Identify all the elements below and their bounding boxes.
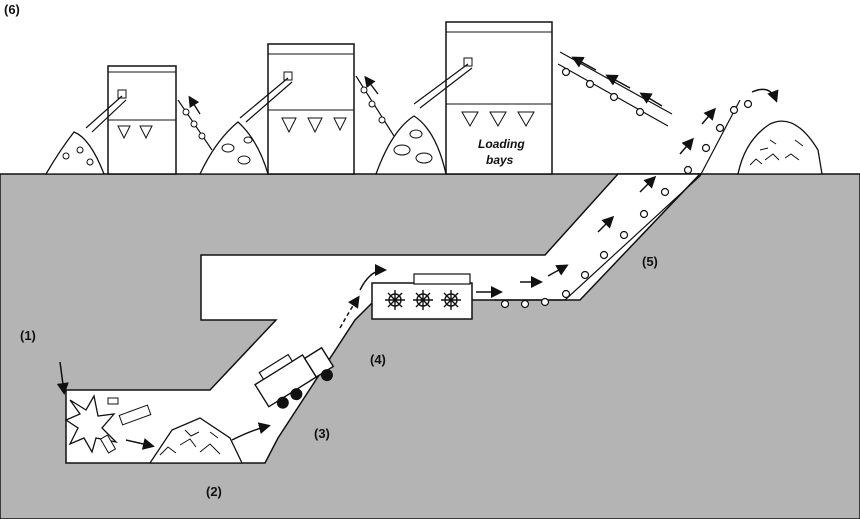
silo-label-bays: bays (486, 153, 514, 167)
silo-small (85, 65, 177, 175)
step-label-1: (1) (20, 328, 36, 343)
silo-transfer-conveyor-1 (177, 95, 213, 151)
conveyor-belt (494, 88, 779, 309)
stockpile-3 (375, 115, 447, 175)
silo-feed-conveyor (557, 51, 673, 127)
ore-rubble-pile (125, 417, 271, 464)
crusher-machine (371, 273, 503, 320)
silo-medium (239, 43, 355, 175)
stockpile-1 (44, 131, 105, 175)
step-label-3: (3) (314, 426, 330, 441)
step-label-2: (2) (206, 484, 222, 499)
step-label-6: (6) (4, 2, 20, 17)
silo-label-loading: Loading (478, 137, 525, 151)
step-label-5: (5) (642, 254, 658, 269)
explosion-icon (56, 361, 152, 454)
haul-truck-icon (254, 346, 335, 409)
gear-icon (385, 290, 461, 310)
silo-large-loading-bays: Loading bays (413, 21, 553, 175)
silo-transfer-conveyor-2 (355, 75, 395, 137)
stockpile-2 (198, 121, 269, 175)
surface-ore-pile (737, 120, 823, 175)
ground-cross-section (0, 173, 860, 519)
underground-tunnel (65, 173, 702, 464)
step-label-4: (4) (370, 352, 386, 367)
